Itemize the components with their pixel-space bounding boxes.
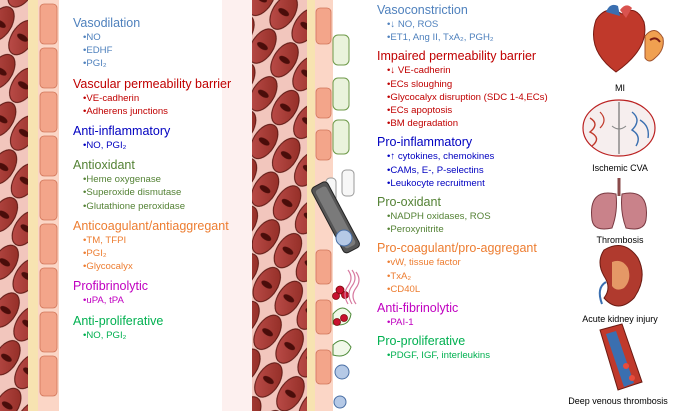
section-profibrinolytic: Profibrinolytic •uPA, tPA	[73, 279, 253, 307]
list-item: •TxA₂	[387, 270, 412, 282]
list-item: •Glycocalyx	[83, 261, 133, 273]
section-pro-inflammatory: Pro-inflammatory •↑ cytokines, chemokine…	[377, 135, 577, 190]
section-anti-inflammatory: Anti-inflammatory •NO, PGI₂	[73, 124, 253, 152]
section-heading: Anti-proliferative	[73, 313, 164, 328]
organ-label-acute-kidney-injury: Acute kidney injury	[582, 314, 658, 324]
section-vasoconstriction: Vasoconstriction •↓ NO, ROS •ET1, Ang II…	[377, 3, 577, 44]
section-heading: Profibrinolytic	[73, 279, 149, 294]
list-item: •Superoxide dismutase	[83, 187, 182, 199]
section-heading: Vascular permeability barrier	[73, 76, 232, 91]
section-heading: Vasodilation	[73, 16, 141, 30]
list-item: •Glycocalyx disruption (SDC 1-4,ECs)	[387, 91, 548, 103]
section-antioxidant: Antioxidant •Heme oxygenase •Superoxide …	[73, 158, 253, 213]
list-item: •↓ NO, ROS	[387, 19, 439, 30]
list-item: •EDHF	[83, 45, 113, 57]
list-item: •PGI₂	[83, 58, 107, 70]
list-item: •ECs sloughing	[387, 78, 453, 90]
section-pro-proliferative: Pro-proliferative •PDGF, IGF, interleuki…	[377, 334, 577, 362]
section-heading: Impaired permeability barrier	[377, 49, 537, 64]
list-item: •NO, PGI₂	[83, 329, 127, 341]
section-heading: Anti-inflammatory	[73, 124, 171, 139]
section-heading: Anticoagulant/antiaggregant	[73, 218, 229, 233]
dysfunctional-vessel-wall	[222, 0, 360, 411]
section-impaired-permeability: Impaired permeability barrier •↓ VE-cadh…	[377, 49, 577, 130]
section-pro-coagulant: Pro-coagulant/pro-aggregant •vW, tissue …	[377, 241, 577, 296]
dysfunction-features: Vasoconstriction •↓ NO, ROS •ET1, Ang II…	[377, 3, 577, 362]
list-item: •NO	[83, 32, 101, 43]
list-item: •Leukocyte recruitment	[387, 177, 485, 189]
list-item: •Heme oxygenase	[83, 174, 162, 186]
list-item: •PAI-1	[387, 317, 414, 329]
organ-label-deep-venous-thrombosis: Deep venous thrombosis	[568, 396, 668, 406]
section-vasodilation: Vasodilation •NO •EDHF •PGI₂	[73, 16, 253, 71]
section-heading: Pro-inflammatory	[377, 135, 473, 150]
section-anticoagulant: Anticoagulant/antiaggregant •TM, TFPI •P…	[73, 219, 253, 274]
list-item: •PDGF, IGF, interleukins	[387, 350, 491, 362]
list-item: •↓ VE-cadherin	[387, 65, 451, 77]
section-anti-fibrinolytic: Anti-fibrinolytic •PAI-1	[377, 301, 577, 329]
section-heading: Antioxidant	[73, 158, 135, 173]
list-item: •Adherens junctions	[83, 105, 168, 117]
list-item: •NO, PGI₂	[83, 140, 127, 152]
list-item: •NADPH oxidases, ROS	[387, 211, 491, 223]
section-pro-oxidant: Pro-oxidant •NADPH oxidases, ROS •Peroxy…	[377, 195, 577, 236]
section-permeability: Vascular permeability barrier •VE-cadher…	[73, 77, 253, 118]
organ-label-mi: MI	[615, 83, 625, 93]
organ-label-ischemic-cva: Ischemic CVA	[592, 163, 648, 173]
list-item: •CD40L	[387, 283, 421, 295]
list-item: •PGI₂	[83, 248, 107, 260]
section-anti-proliferative: Anti-proliferative •NO, PGI₂	[73, 314, 253, 342]
section-heading: Anti-fibrinolytic	[377, 301, 459, 316]
section-heading: Pro-proliferative	[377, 334, 466, 349]
healthy-vessel-wall	[0, 0, 59, 411]
list-item: •ECs apoptosis	[387, 105, 453, 117]
list-item: •vW, tissue factor	[387, 257, 461, 269]
list-item: •↑ cytokines, chemokines	[387, 151, 495, 163]
section-heading: Pro-coagulant/pro-aggregant	[377, 241, 537, 256]
list-item: •VE-cadherin	[83, 92, 140, 104]
list-item: •BM degradation	[387, 118, 459, 130]
list-item: •Peroxynitrite	[387, 224, 444, 236]
section-heading: Pro-oxidant	[377, 195, 441, 210]
list-item: •Glutathione peroxidase	[83, 200, 186, 212]
list-item: •TM, TFPI	[83, 234, 127, 246]
healthy-functions: Vasodilation •NO •EDHF •PGI₂ Vascular pe…	[73, 16, 253, 342]
list-item: •CAMs, E-, P-selectins	[387, 164, 484, 176]
list-item: •ET1, Ang II, TxA₂, PGH₂	[387, 32, 494, 44]
organ-label-thrombosis: Thrombosis	[596, 235, 644, 245]
list-item: •uPA, tPA	[83, 295, 124, 307]
section-heading: Vasoconstriction	[377, 3, 468, 17]
